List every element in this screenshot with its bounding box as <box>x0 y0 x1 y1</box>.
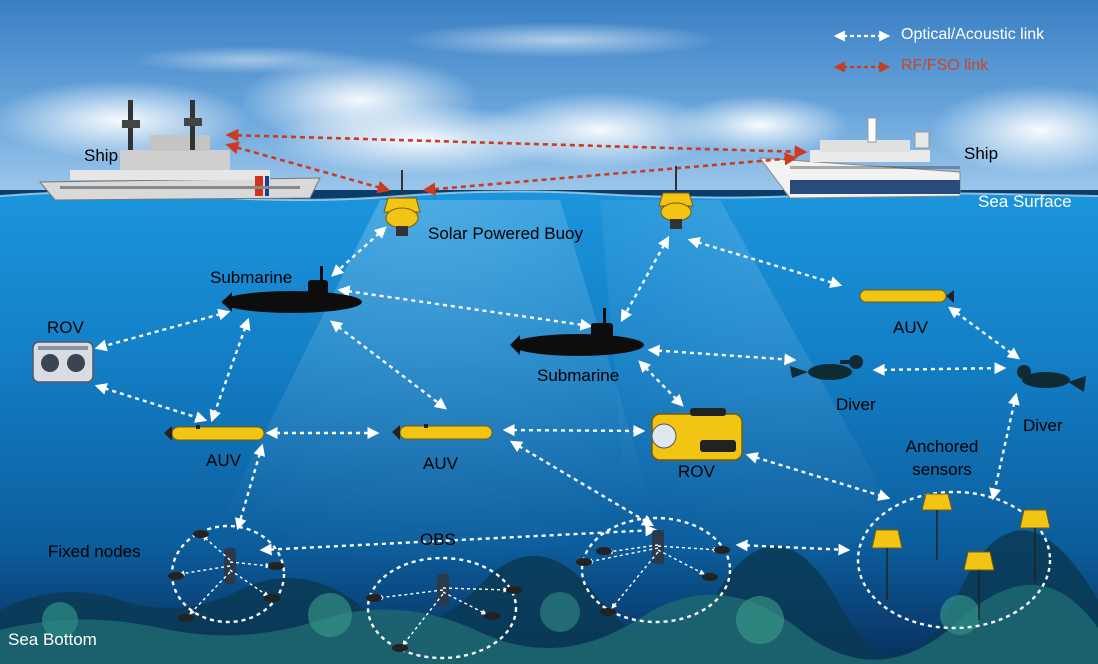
rov-left <box>32 341 94 383</box>
label-anchored-sensors-line2: sensors <box>912 460 972 479</box>
label-ship-right: Ship <box>964 144 999 163</box>
rf-links <box>225 128 808 196</box>
reef <box>0 530 1098 664</box>
label-auv-right: AUV <box>893 318 928 337</box>
diver-center <box>790 355 863 380</box>
label-solar-powered-buoy: Solar Powered Buoy <box>428 224 583 243</box>
auv-right <box>859 289 954 303</box>
label-rov-center: ROV <box>678 462 715 481</box>
label-anchored-sensors-line1: Anchored <box>905 437 979 456</box>
label-ship-left: Ship <box>84 146 119 165</box>
auv-left <box>164 425 265 441</box>
label-submarine-center: Submarine <box>537 366 620 385</box>
buoy-right <box>658 166 694 229</box>
label-fixed-nodes: Fixed nodes <box>48 542 141 561</box>
submarine-left <box>222 266 362 313</box>
submarine-center <box>510 308 644 356</box>
label-rov-left: ROV <box>47 318 84 337</box>
optical-acoustic-links <box>94 226 1020 556</box>
obs-cluster <box>366 556 522 660</box>
auv-center <box>392 424 493 440</box>
label-obs: OBS <box>420 530 456 549</box>
seabed-cluster-center <box>576 516 732 624</box>
label-diver-right: Diver <box>1023 416 1063 435</box>
label-sea-surface: Sea Surface <box>978 192 1072 211</box>
anchored-sensors <box>856 490 1052 630</box>
label-auv-center: AUV <box>423 454 458 473</box>
label-auv-left: AUV <box>206 451 241 470</box>
legend-rf-fso-label: RF/FSO link <box>901 57 989 74</box>
buoy-left <box>383 170 421 236</box>
label-diver-center: Diver <box>836 395 876 414</box>
diver-right <box>1017 365 1086 392</box>
ship-right <box>758 117 961 199</box>
label-sea-bottom: Sea Bottom <box>8 630 97 649</box>
rov-center <box>651 408 743 461</box>
legend-optical-acoustic-label: Optical/Acoustic link <box>901 26 1045 43</box>
label-submarine-left: Submarine <box>210 268 293 287</box>
fixed-nodes-cluster <box>168 524 286 624</box>
